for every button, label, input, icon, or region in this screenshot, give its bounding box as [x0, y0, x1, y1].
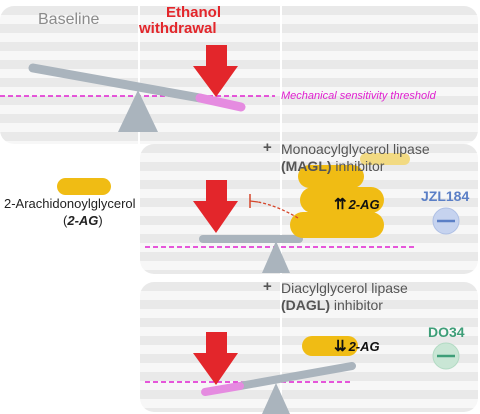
2ag-molecule-legend [57, 178, 111, 195]
do34-label: DO34 [428, 324, 465, 340]
legend-molecule-name: 2-Arachidonoylglycerol [4, 196, 136, 211]
legend-paren-close: ) [98, 213, 103, 228]
magl-heading-line2: (MAGL) inhibitor [281, 158, 384, 174]
double-up-arrow-icon: ⇈ [334, 196, 347, 213]
baseline-title: Baseline [38, 11, 100, 28]
legend-molecule-abbrev-line: (2-AG) [63, 213, 103, 228]
legend-paren-open: ( [63, 213, 68, 228]
magl-plus-sign: + [263, 139, 272, 156]
dagl-2ag-decrease: ⇊2-AG [334, 337, 380, 355]
dagl-plus-sign: + [263, 278, 272, 295]
dagl-2ag-label: 2-AG [348, 339, 380, 354]
double-down-arrow-icon: ⇊ [334, 338, 347, 355]
legend-abbrev: 2-AG [67, 213, 99, 228]
stimulus-label-line2: withdrawal [139, 20, 217, 37]
dagl-heading-rest: inhibitor [330, 297, 383, 313]
magl-enzyme-abbrev: (MAGL) [281, 158, 332, 174]
magl-2ag-label: 2-AG [348, 197, 380, 212]
dagl-heading-line2: (DAGL) inhibitor [281, 297, 383, 313]
magl-heading-rest: inhibitor [331, 158, 385, 174]
jzl184-label: JZL184 [421, 188, 470, 204]
magl-2ag-increase: ⇈2-AG [334, 195, 380, 213]
dagl-enzyme-abbrev: (DAGL) [281, 297, 330, 313]
dagl-heading-line1: Diacylglycerol lipase [281, 280, 408, 296]
threshold-label: Mechanical sensitivity threshold [281, 90, 436, 102]
magl-heading-line1: Monoacylglycerol lipase [281, 141, 430, 157]
stimulus-label-line1: Ethanol [166, 4, 221, 21]
